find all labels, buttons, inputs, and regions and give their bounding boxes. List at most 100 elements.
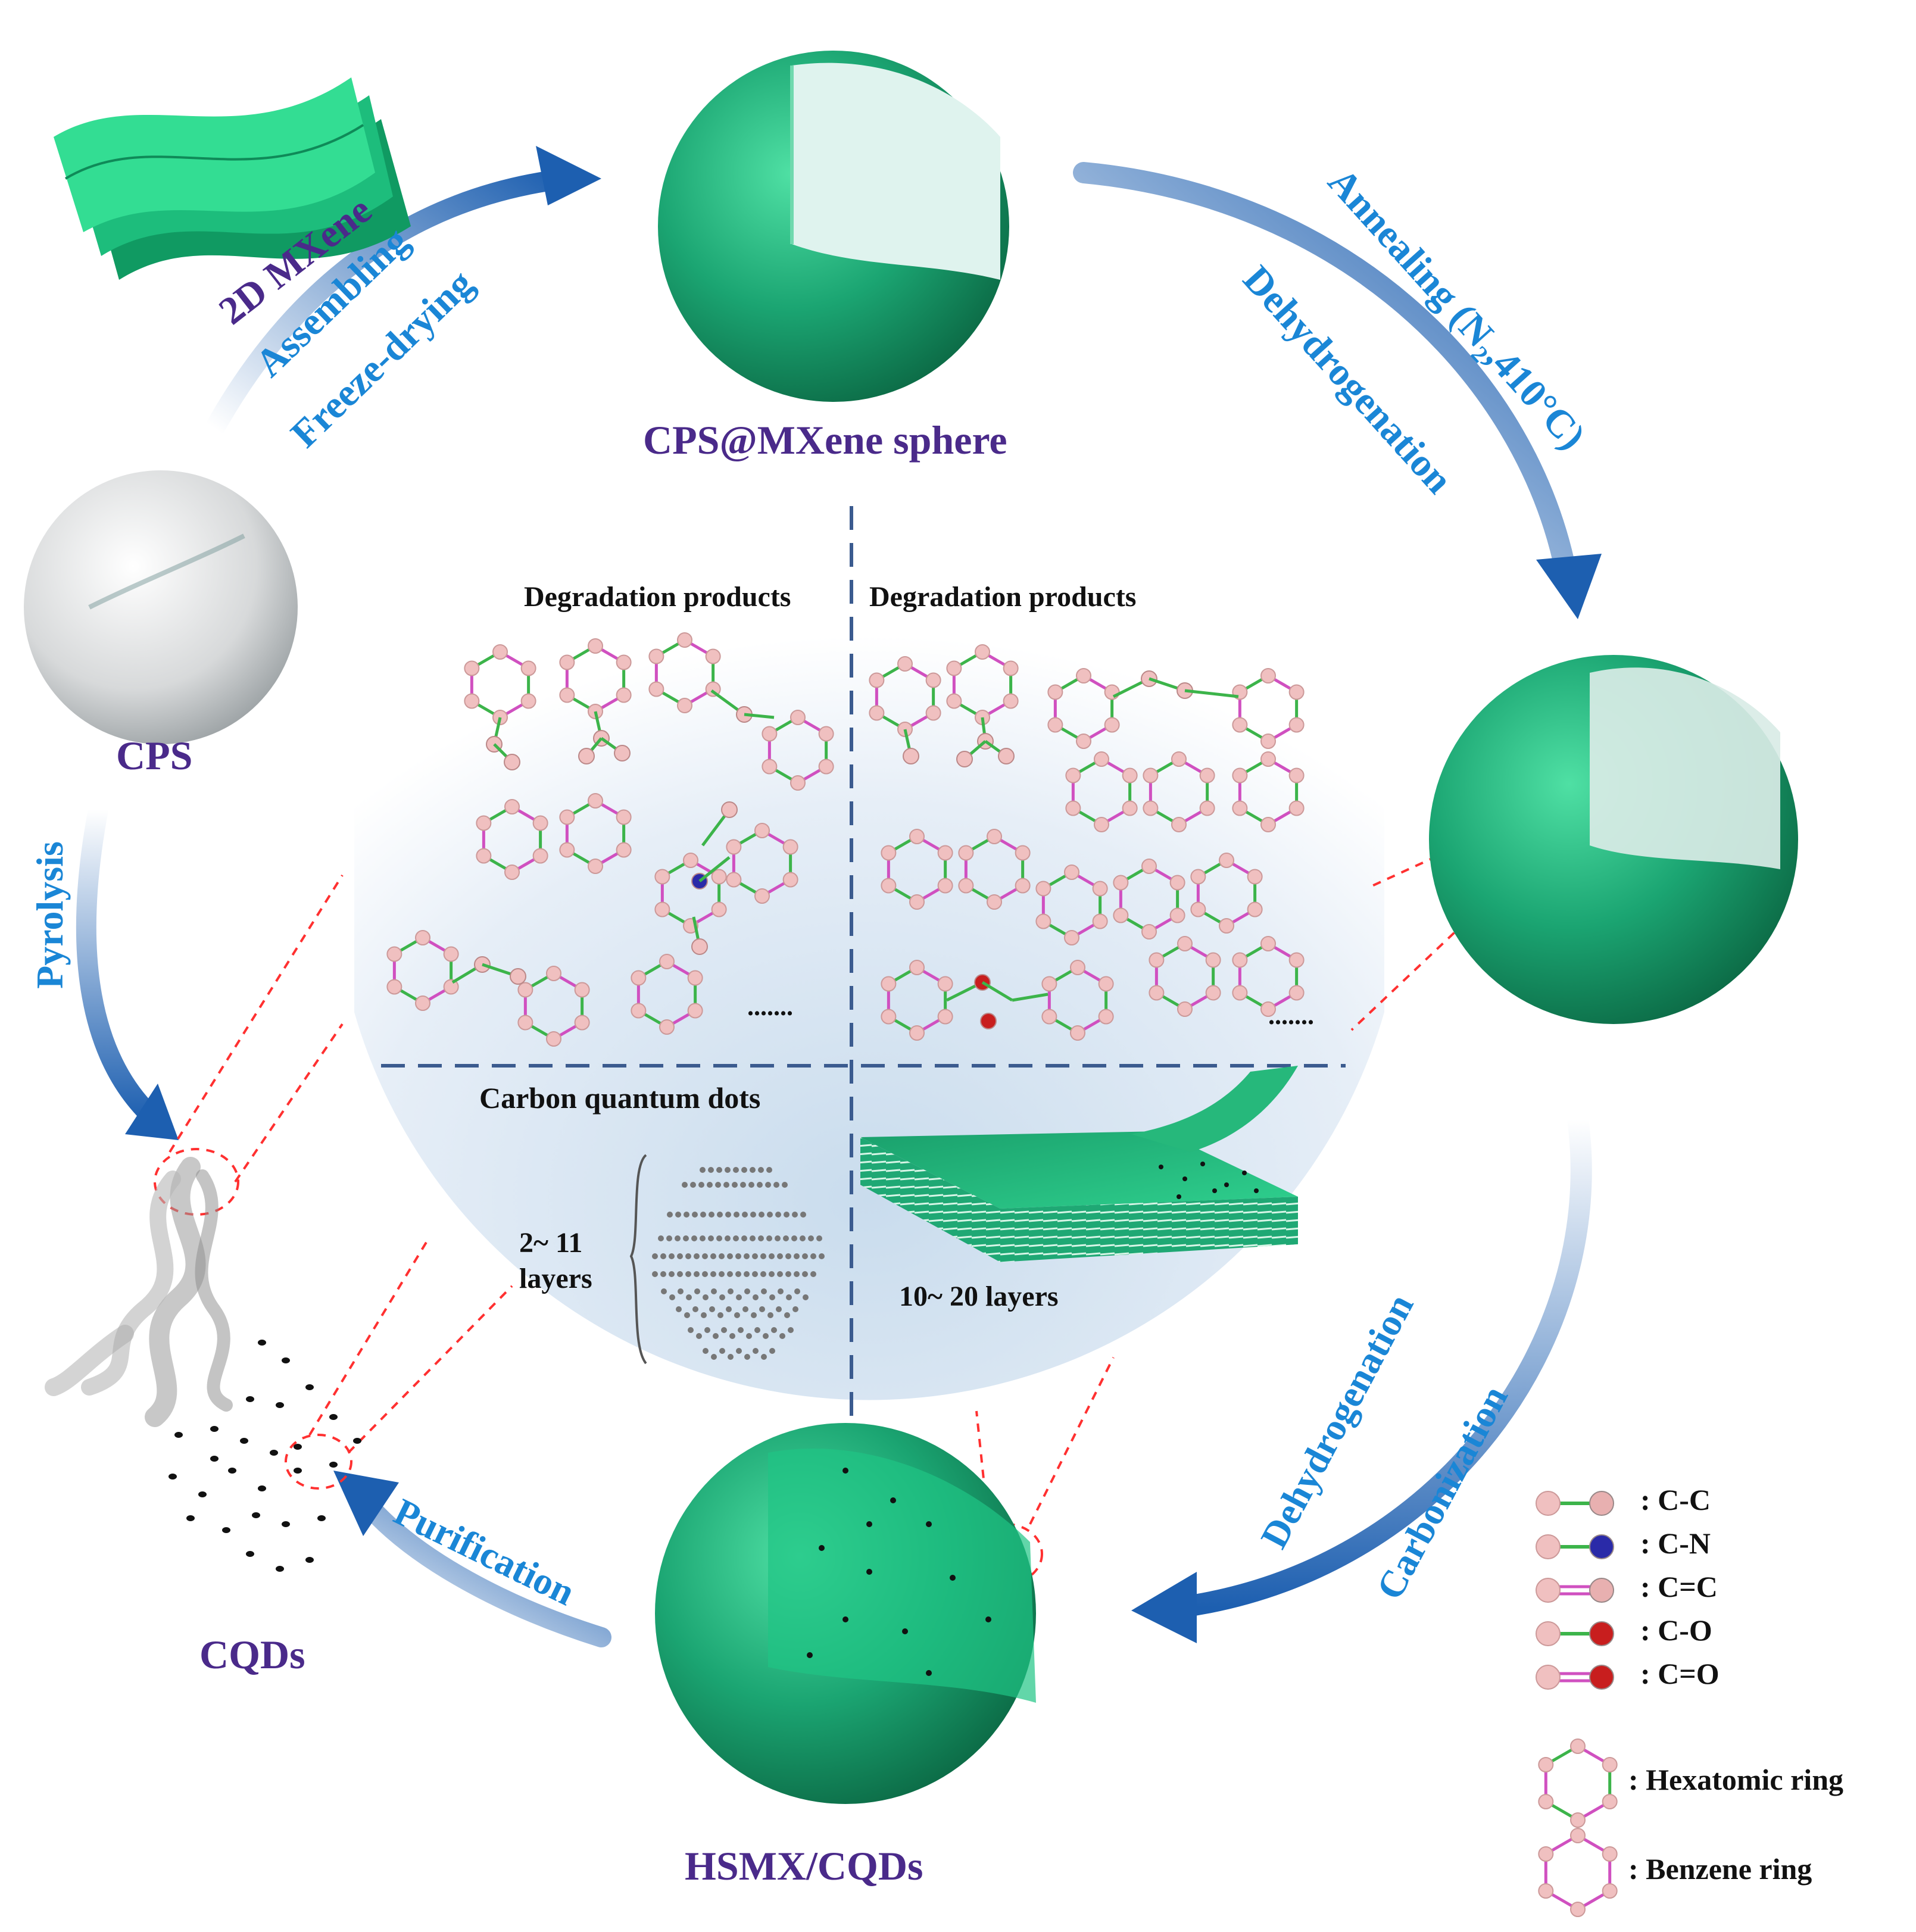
cqd-dot xyxy=(198,1491,207,1497)
ring-molecule xyxy=(1065,751,1138,832)
ring-molecule xyxy=(559,793,632,874)
cqd-dot xyxy=(282,1521,290,1527)
label-cqds: CQDs xyxy=(199,1632,305,1677)
legend-bond-glyph xyxy=(1536,1621,1614,1646)
label-cps: CPS xyxy=(116,733,193,778)
cqd-layer xyxy=(652,1271,816,1277)
ring-molecule xyxy=(631,954,703,1035)
ring-molecule xyxy=(1232,668,1305,749)
cps-mxene-sphere-image xyxy=(658,51,1009,402)
label-degradation-right: Degradation products xyxy=(869,581,1137,613)
cqd-dot xyxy=(276,1566,284,1572)
ring-molecule xyxy=(1190,853,1263,934)
cqd-dot xyxy=(246,1396,254,1402)
cqd-dot xyxy=(1254,1188,1259,1193)
cqd-dot xyxy=(842,1468,848,1474)
arrow-pyrolysis xyxy=(76,800,179,1140)
zoom-circle-smoke xyxy=(154,1148,239,1216)
degradation-molecules xyxy=(386,632,1305,1047)
cqd-dot xyxy=(1224,1182,1229,1187)
legend-label-c-c: : C-C xyxy=(1640,1483,1711,1516)
cqd-dot xyxy=(282,1357,290,1363)
cqd-dot xyxy=(807,1652,813,1658)
label-pyrolysis: Pyrolysis xyxy=(28,841,71,989)
ring-molecule xyxy=(517,966,590,1047)
label-degradation-left: Degradation products xyxy=(524,581,791,613)
legend-label-c-double-o: : C=O xyxy=(1640,1657,1720,1690)
cqd-dot xyxy=(1200,1162,1205,1166)
cqd-dot xyxy=(246,1551,254,1557)
ring-molecule xyxy=(1041,960,1114,1041)
cqd-dot xyxy=(1182,1176,1187,1181)
ring-molecule xyxy=(881,960,953,1041)
cqd-layer xyxy=(703,1348,775,1360)
cqd-dot xyxy=(926,1521,932,1527)
ellipsis-right: ....... xyxy=(1268,1001,1314,1030)
cqd-dot xyxy=(1177,1194,1181,1199)
annealed-sphere-image xyxy=(1429,655,1798,1024)
ring-molecule xyxy=(464,644,536,725)
cqd-dot xyxy=(353,1438,361,1444)
ring-molecule xyxy=(476,799,548,880)
cqd-dot xyxy=(210,1456,219,1462)
ring-molecule xyxy=(1149,936,1221,1017)
arrow-annealing xyxy=(1073,162,1602,619)
cqd-dot xyxy=(866,1569,872,1575)
cqd-dot xyxy=(294,1444,302,1450)
cqd-dot xyxy=(276,1402,284,1408)
zoom-circle-cqds xyxy=(285,1434,352,1490)
legend xyxy=(1536,1491,1618,1917)
cqd-dot xyxy=(1159,1165,1163,1169)
smoke-image xyxy=(45,1157,233,1427)
mxene-layer-block xyxy=(860,1066,1298,1262)
cqd-layer-stack xyxy=(652,1167,825,1360)
legend-label-c-n: : C-N xyxy=(1640,1527,1711,1560)
ring-molecule xyxy=(1232,751,1305,832)
cqd-dots-image xyxy=(168,1340,361,1572)
cqd-dot xyxy=(210,1426,219,1432)
ring-molecule xyxy=(1113,859,1185,940)
cqd-dot xyxy=(252,1512,260,1518)
ring-molecule xyxy=(386,930,459,1011)
cqd-dot xyxy=(926,1670,932,1676)
layers-brace xyxy=(629,1154,647,1365)
arrow-assembling xyxy=(204,146,601,439)
cqd-dot xyxy=(270,1450,278,1456)
cqd-dot xyxy=(240,1438,248,1444)
chain-molecule xyxy=(903,670,1239,1029)
ring-molecule xyxy=(958,829,1031,910)
legend-label-c-double-c: : C=C xyxy=(1640,1570,1718,1603)
cqd-dot xyxy=(258,1340,266,1346)
legend-label-benzene: : Benzene ring xyxy=(1628,1852,1812,1886)
legend-label-c-o: : C-O xyxy=(1640,1613,1712,1647)
label-hsmx-cqds: HSMX/CQDs xyxy=(685,1843,923,1889)
hsmx-sphere-image xyxy=(655,1423,1036,1804)
cqd-dot xyxy=(890,1497,896,1503)
cqd-dot xyxy=(985,1616,991,1622)
ring-molecule xyxy=(1035,864,1108,945)
cqd-dot xyxy=(174,1432,183,1438)
label-cps-mxene-sphere: CPS@MXene sphere xyxy=(643,417,1007,463)
cqd-dot xyxy=(186,1515,195,1521)
legend-label-hexatomic: : Hexatomic ring xyxy=(1628,1763,1844,1796)
ring-molecule xyxy=(1143,751,1215,832)
legend-bond-glyph xyxy=(1536,1665,1614,1690)
legend-hexatomic-ring xyxy=(1538,1739,1618,1828)
legend-bond-glyph xyxy=(1536,1491,1614,1516)
ring-molecule xyxy=(648,632,721,713)
ring-molecule xyxy=(1232,936,1305,1017)
ring-molecule xyxy=(559,638,632,719)
cqd-dot xyxy=(866,1521,872,1527)
arrow-carbonization xyxy=(1131,1109,1592,1643)
cqd-dot xyxy=(1212,1188,1217,1193)
legend-bond-glyph xyxy=(1536,1578,1614,1603)
cqd-dot xyxy=(950,1575,956,1581)
label-layers-right: 10~ 20 layers xyxy=(899,1281,1059,1312)
cps-sphere-image xyxy=(24,470,298,744)
cqd-layer xyxy=(652,1253,825,1259)
ring-molecule xyxy=(946,644,1019,725)
cqd-dot xyxy=(305,1384,314,1390)
ring-molecule xyxy=(869,656,941,737)
ring-molecule xyxy=(1047,668,1120,749)
